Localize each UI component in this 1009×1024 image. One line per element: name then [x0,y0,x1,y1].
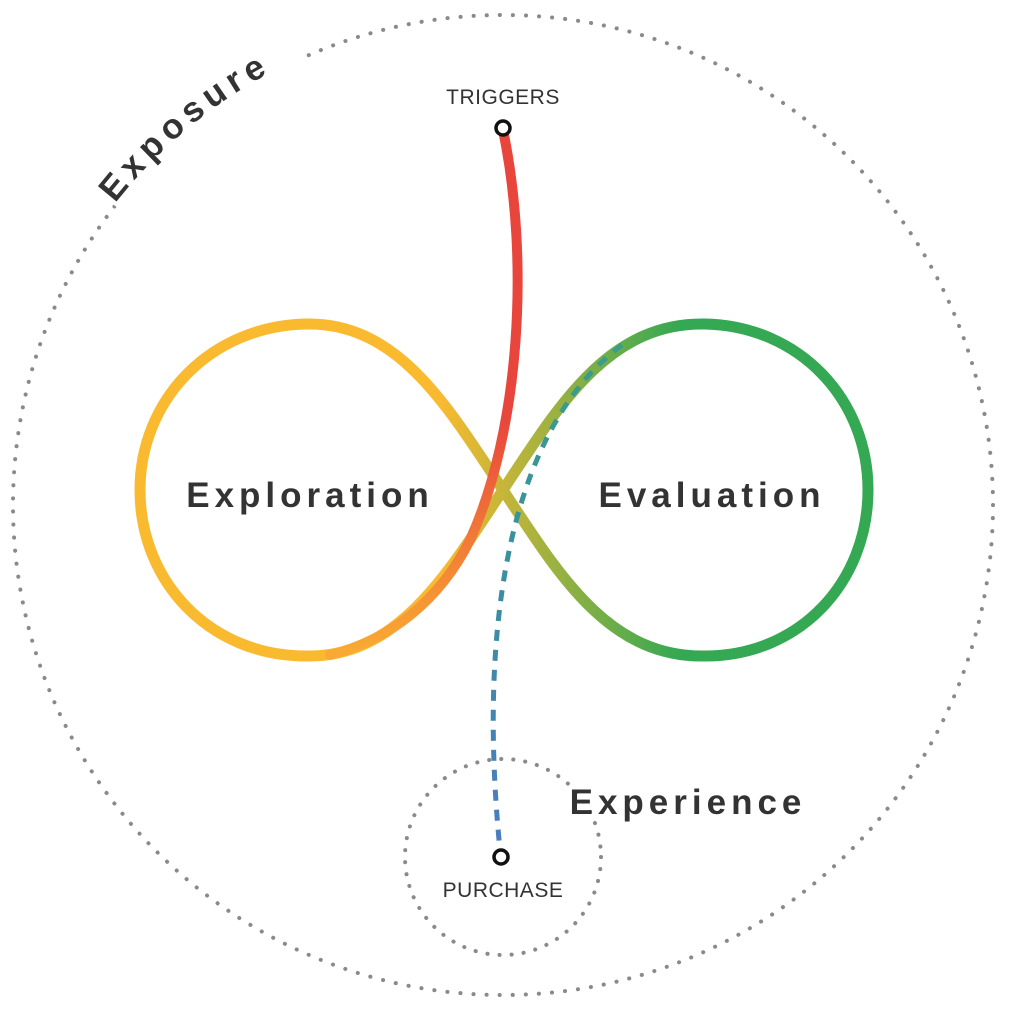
exposure-label: Exposure [91,44,277,208]
triggers-label: TRIGGERS [446,86,560,109]
experience-circle [403,757,603,957]
experience-label: Experience [570,783,807,822]
purchase-path [490,342,624,851]
purchase-node-icon [492,848,510,866]
evaluation-label: Evaluation [599,476,826,515]
triggers-path [325,125,523,660]
triggers-node-icon [494,119,512,137]
infinity-loop [134,318,874,662]
exploration-label: Exploration [186,476,434,515]
purchase-label: PURCHASE [443,879,564,902]
exposure-circle [11,13,995,997]
